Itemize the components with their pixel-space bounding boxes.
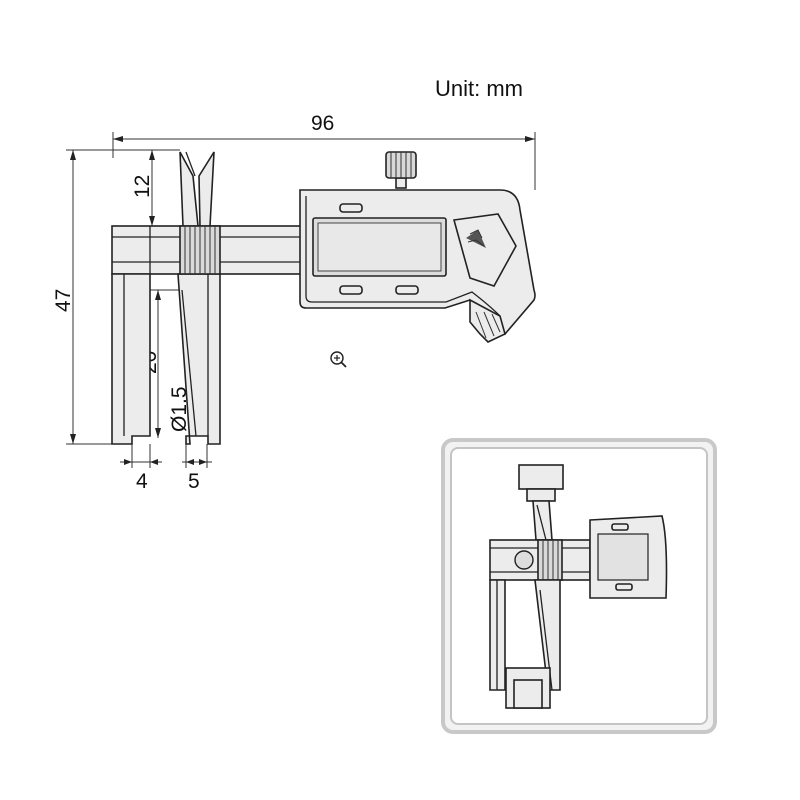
dimension-upper-jaw: 12 — [131, 150, 155, 226]
dimension-overall-height: 47 — [52, 149, 180, 445]
dim-5-label: 5 — [188, 470, 200, 493]
dimension-tip-widths: 4 5 — [120, 444, 212, 493]
caliper-main-view — [111, 151, 536, 445]
zoom-in-icon[interactable] — [330, 351, 347, 368]
head-button-bottom-left — [339, 285, 363, 295]
dim-12-label: 12 — [131, 175, 154, 198]
dim-4-label: 4 — [136, 470, 148, 493]
dimension-tip-diameter: Ø1.5 — [168, 386, 191, 432]
inset-usage-view — [441, 438, 717, 734]
inset-ball — [514, 550, 534, 570]
unit-label: Unit: mm — [435, 76, 523, 101]
thumb-wheel — [385, 151, 417, 189]
dim-diameter-label: Ø1.5 — [168, 386, 191, 432]
fixed-jaw — [111, 273, 151, 445]
moving-jaw-upper — [179, 151, 199, 227]
dimension-overall-length: 96 — [112, 112, 536, 190]
dim-96-label: 96 — [311, 112, 334, 135]
head-button-top — [339, 203, 363, 213]
brand-badge — [452, 213, 517, 287]
head-button-bottom-right — [395, 285, 419, 295]
inset-workpiece-top — [518, 464, 564, 490]
dim-47-label: 47 — [52, 289, 75, 312]
